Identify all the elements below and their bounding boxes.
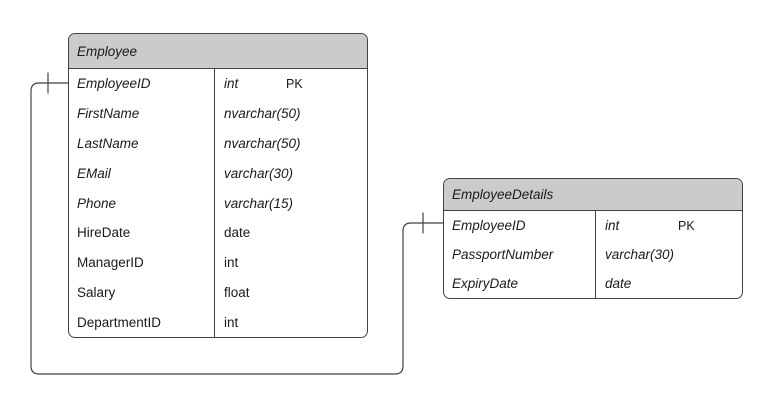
table-row: EMail varchar(30): [69, 158, 367, 188]
table-row: ExpiryDate date: [444, 269, 742, 298]
column-divider: [595, 211, 596, 298]
table-row: Salary float: [69, 278, 367, 308]
field-type: date: [605, 276, 632, 291]
field-name: HireDate: [77, 225, 131, 241]
field-name: EmployeeID: [452, 218, 526, 233]
field-name: LastName: [77, 135, 139, 151]
field-name: EMail: [77, 165, 111, 181]
table-title: EmployeeDetails: [452, 187, 554, 202]
primary-key-label: PK: [286, 76, 303, 91]
field-type: date: [224, 225, 251, 241]
table-header: Employee: [69, 34, 367, 69]
field-type: nvarchar(50): [224, 135, 301, 151]
table-row: FirstName nvarchar(50): [69, 99, 367, 129]
primary-key-label: PK: [678, 218, 695, 233]
field-name: Salary: [77, 284, 116, 300]
table-row: PassportNumber varchar(30): [444, 240, 742, 269]
column-divider: [214, 69, 215, 338]
table-row: DepartmentID int: [69, 307, 367, 337]
field-type: float: [224, 284, 250, 300]
field-name: ExpiryDate: [452, 276, 519, 291]
field-name: FirstName: [77, 106, 140, 122]
table-row: Phone varchar(15): [69, 188, 367, 218]
table-header: EmployeeDetails: [444, 179, 742, 211]
field-type: int: [224, 314, 239, 330]
table-title: Employee: [77, 43, 138, 59]
field-type: varchar(30): [224, 165, 294, 181]
field-name: DepartmentID: [77, 314, 162, 330]
field-name: PassportNumber: [452, 247, 554, 262]
relationship-line[interactable]: [30, 82, 444, 375]
field-type: varchar(30): [605, 247, 675, 262]
field-type: nvarchar(50): [224, 106, 301, 122]
table-row: HireDate date: [69, 218, 367, 248]
field-name: ManagerID: [77, 255, 144, 271]
field-name: Phone: [77, 195, 117, 211]
field-type: int: [224, 255, 239, 271]
table-row: LastName nvarchar(50): [69, 129, 367, 159]
field-name: EmployeeID: [77, 76, 151, 92]
table-row: ManagerID int: [69, 248, 367, 278]
field-type: varchar(15): [224, 195, 294, 211]
